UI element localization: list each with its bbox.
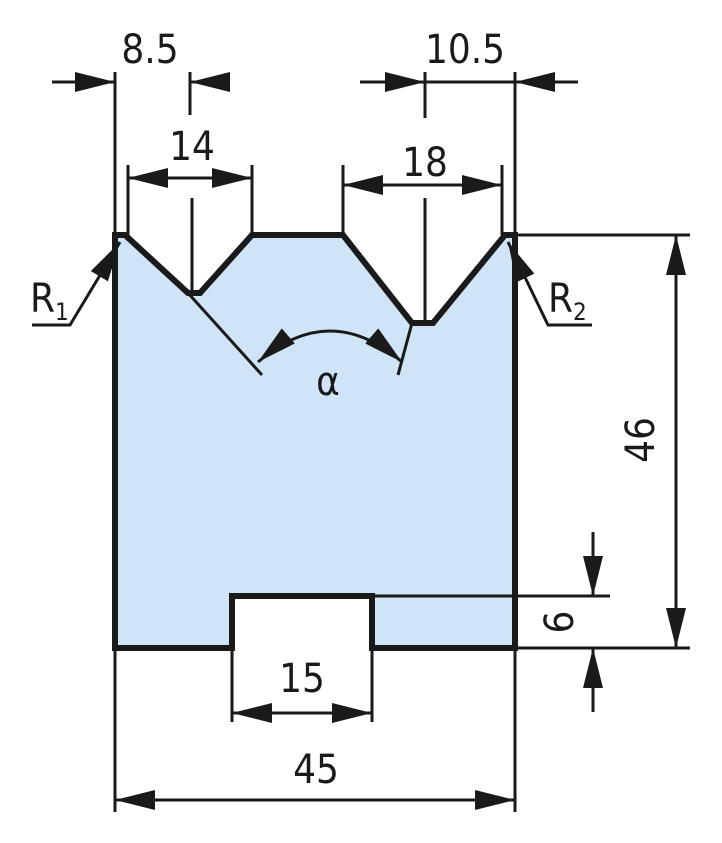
die-body [112, 232, 518, 651]
dim-6-label: 6 [537, 611, 583, 634]
angle-arc [257, 328, 403, 364]
v-angle-line-right [396, 322, 414, 376]
r2-label: R2 [548, 276, 587, 326]
dim-46-label: 46 [618, 417, 664, 463]
dim-15-label: 15 [279, 656, 325, 702]
dim-10-5-label: 10.5 [425, 27, 505, 73]
dim-8-5-label: 8.5 [121, 27, 178, 73]
v-angle-line-left [186, 291, 264, 377]
r1-leader [32, 241, 122, 327]
dim-14-label: 14 [169, 124, 215, 170]
dim-45-label: 45 [293, 747, 339, 793]
dim-18-label: 18 [402, 140, 448, 186]
r1-label: R1 [30, 276, 69, 326]
angle-label: α [316, 359, 340, 405]
r2-leader [506, 241, 592, 327]
